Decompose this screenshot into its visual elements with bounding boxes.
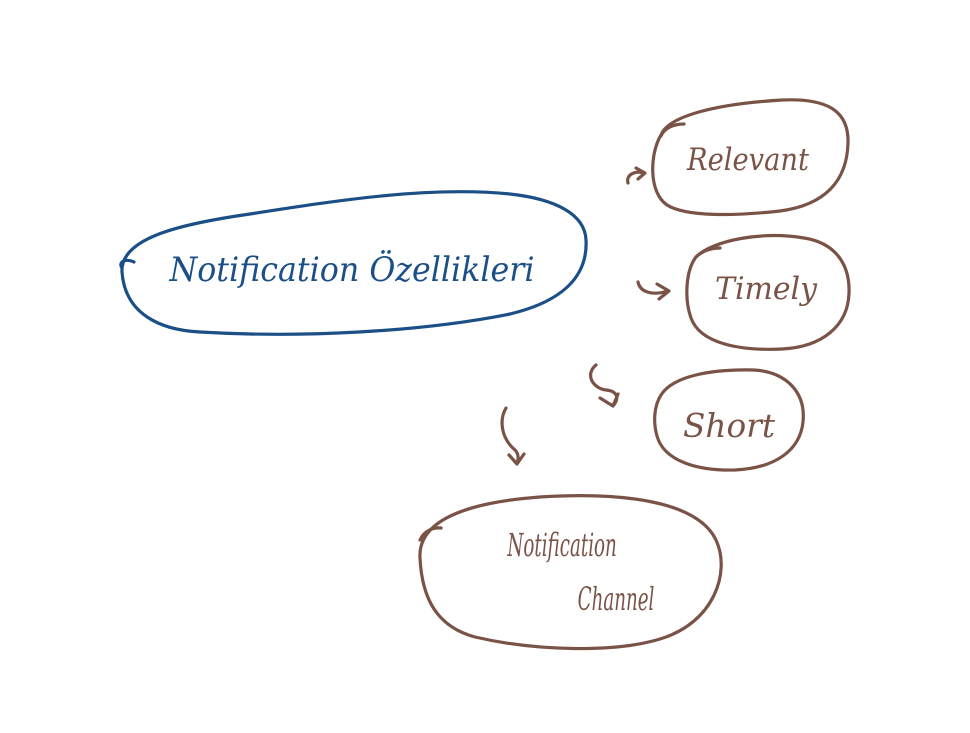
short-node-label: Short — [683, 406, 776, 445]
notification-channel-node-label: Notification Channel — [507, 526, 655, 618]
relevant-node-label: Relevant — [686, 142, 809, 178]
notification-channel-node: Notification Channel — [418, 494, 723, 651]
arrow-to-relevant — [626, 166, 647, 185]
notification-channel-node-outline — [418, 494, 723, 651]
timely-node: Timely — [685, 234, 851, 351]
notification-channel-node-outline-overlap — [418, 526, 443, 542]
arrow-to-notification-channel — [500, 406, 526, 466]
main-node-outline — [120, 190, 588, 336]
relevant-node-outline-overlap — [659, 122, 686, 138]
main-node: Notification Özellikleri — [119, 190, 588, 336]
notification-channel-line-2: Channel — [578, 580, 655, 618]
short-node-outline — [653, 368, 805, 472]
arrow-to-short — [589, 363, 620, 408]
notification-channel-line-1: Notification — [507, 526, 617, 564]
relevant-node: Relevant — [651, 98, 850, 217]
short-node: Short — [653, 368, 805, 472]
arrow-to-timely — [636, 280, 671, 301]
timely-node-label: Timely — [715, 271, 817, 307]
connector-arrows — [500, 166, 671, 466]
main-node-label: Notification Özellikleri — [169, 249, 535, 290]
timely-node-outline-overlap — [694, 246, 722, 259]
timely-node-outline — [685, 234, 851, 351]
relevant-node-outline — [651, 98, 850, 217]
main-node-outline-overlap — [119, 258, 136, 270]
